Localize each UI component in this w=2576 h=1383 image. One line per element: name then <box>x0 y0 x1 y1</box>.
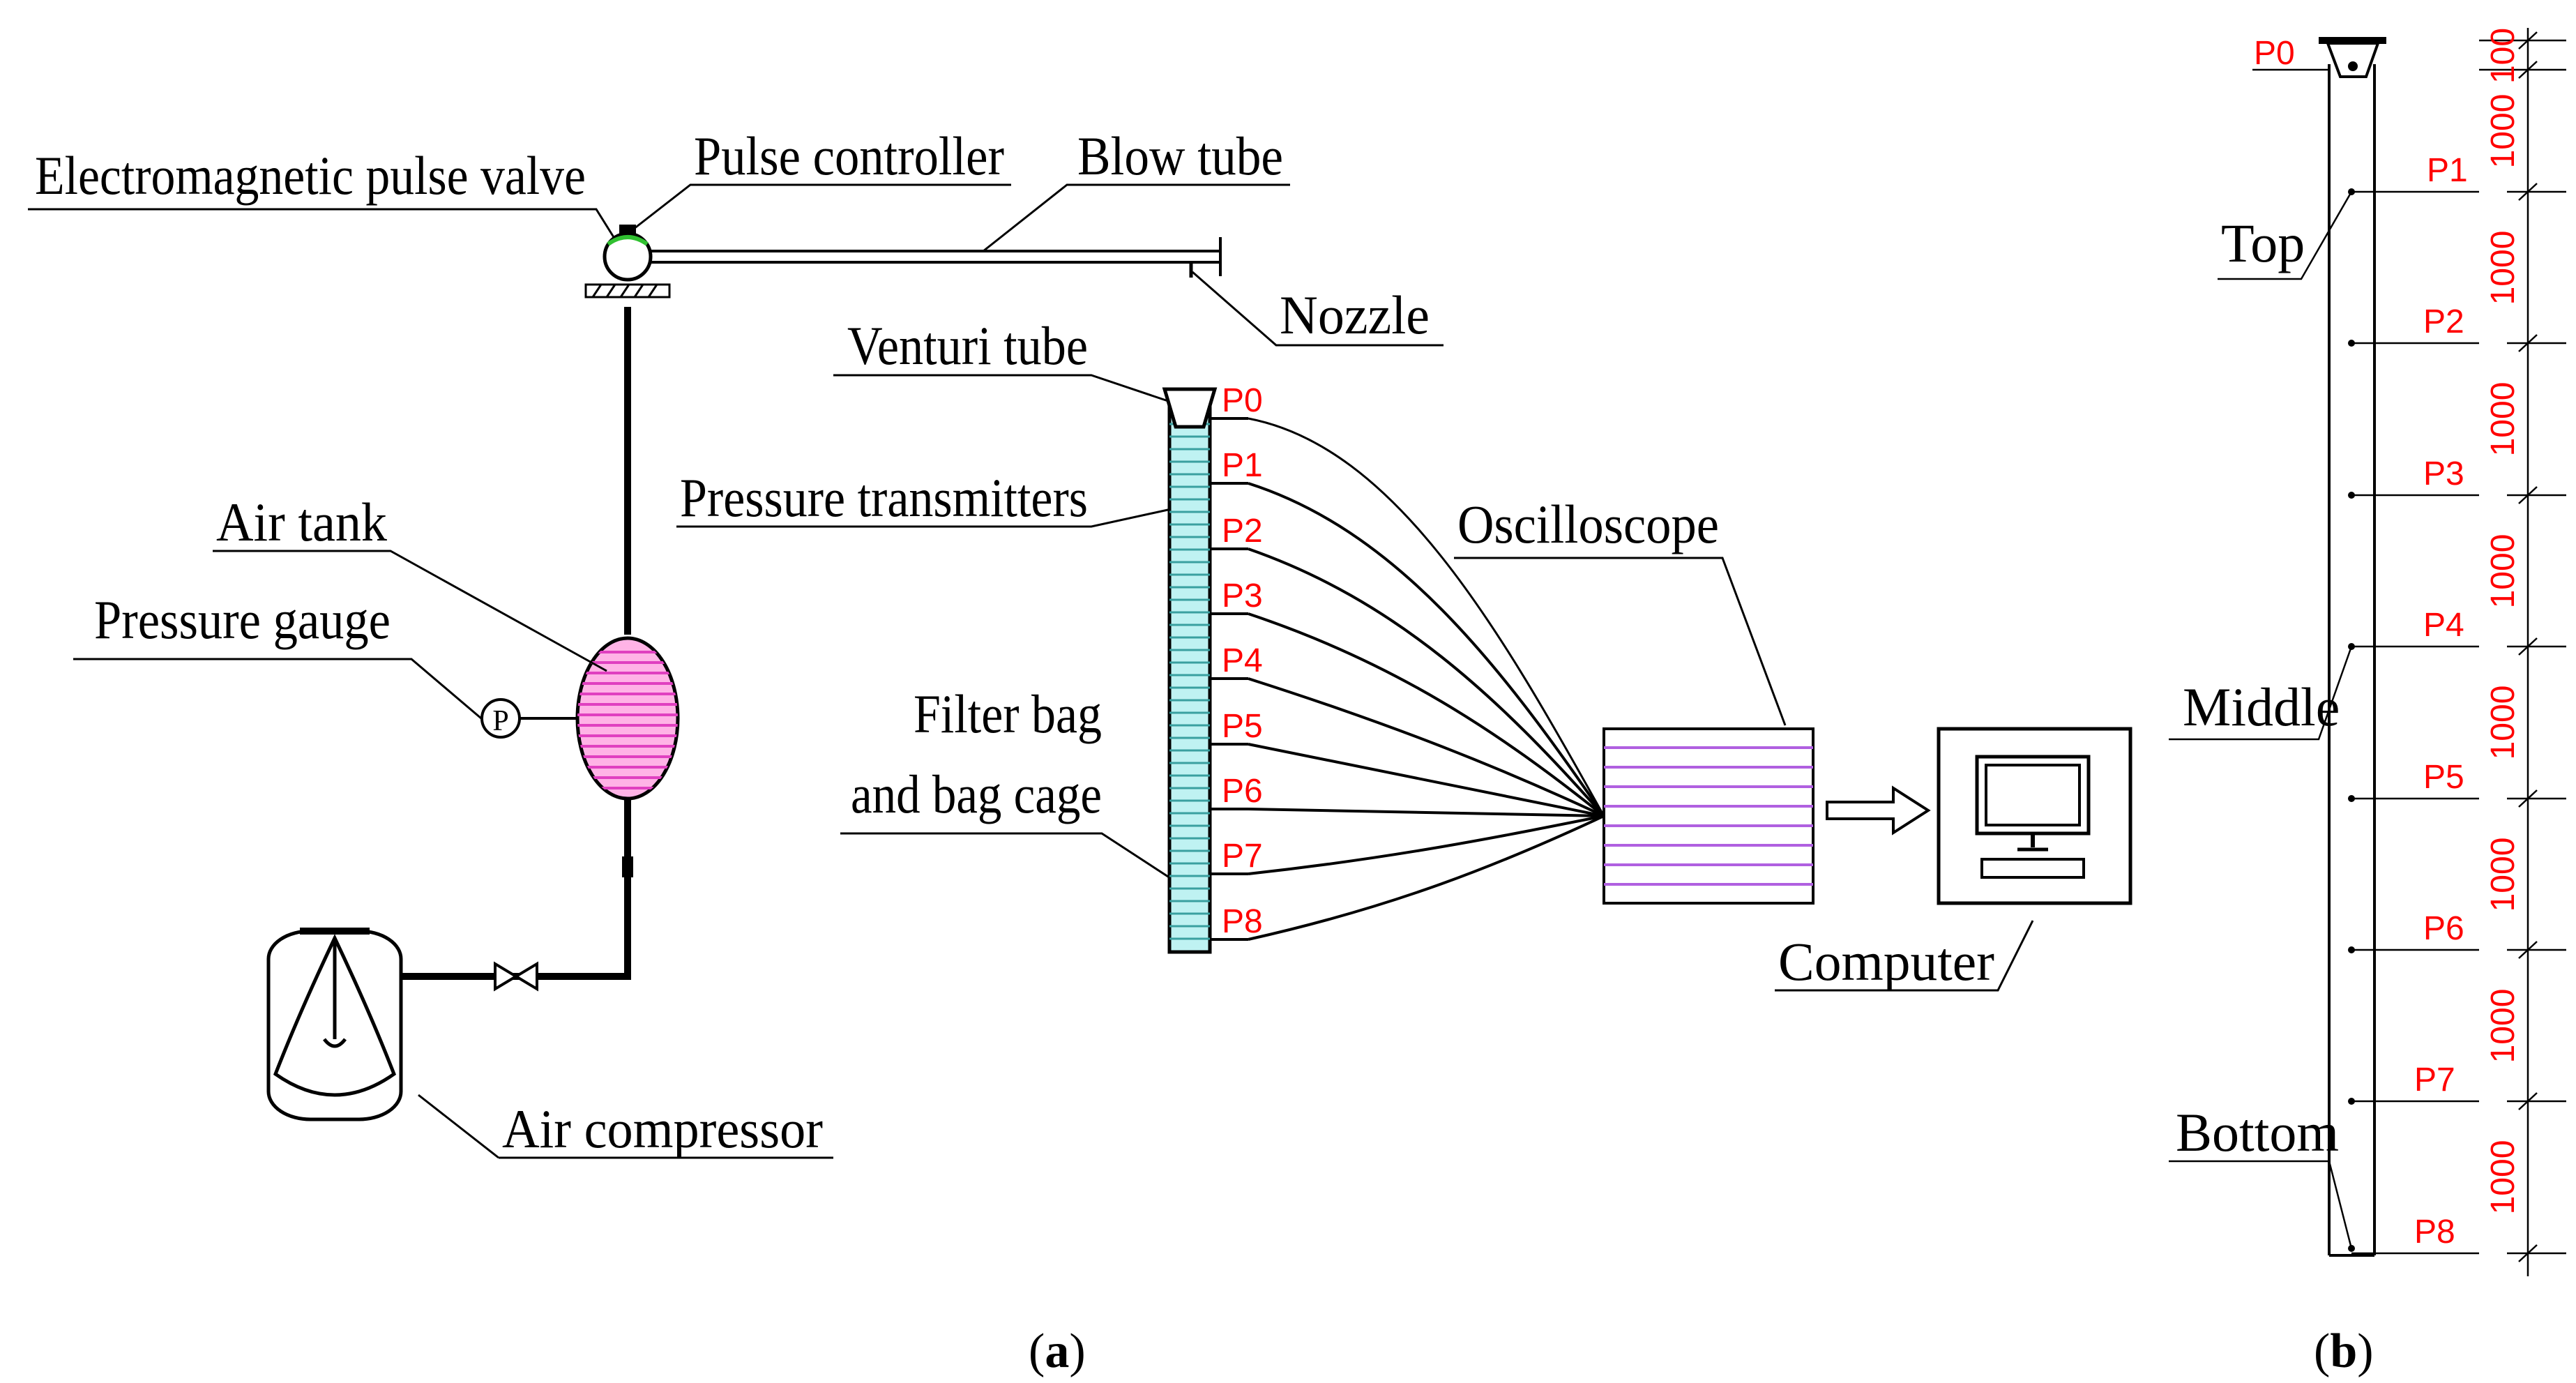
label-middle: Middle <box>2183 677 2340 737</box>
computer-monitor-icon <box>1937 727 2132 905</box>
point-labels-b: P0 P1 P2 P3 P4 P5 P6 P7 P8 <box>2254 35 2468 1250</box>
point-label-p8: P8 <box>1222 903 1263 940</box>
pulse-controller-icon <box>619 225 636 234</box>
point-label-b-p1: P1 <box>2427 152 2468 189</box>
point-label-p6: P6 <box>1222 773 1263 810</box>
point-label-b-p8: P8 <box>2414 1214 2455 1250</box>
bag-column <box>2319 37 2386 1257</box>
measure-lines-b <box>2169 68 2479 1255</box>
dimension-label-9: 1000 <box>2485 1140 2522 1215</box>
label-transmitters: Pressure transmitters <box>680 467 1088 528</box>
label-oscilloscope: Oscilloscope <box>1457 494 1719 554</box>
label-venturi: Venturi tube <box>847 315 1088 376</box>
point-label-b-p3: P3 <box>2423 455 2464 492</box>
supply-pipe <box>401 307 631 980</box>
label-air-tank: Air tank <box>216 492 387 552</box>
region-labels: Top Middle Bottom <box>2176 213 2340 1163</box>
label-filter-bag-2: and bag cage <box>851 764 1102 824</box>
point-labels-a: P0 P1 P2 P3 P4 P5 P6 P7 P8 <box>1222 382 1263 940</box>
pressure-gauge-icon: P <box>480 698 577 739</box>
label-pressure-gauge: Pressure gauge <box>94 589 391 650</box>
dimension-label-8: 1000 <box>2485 989 2522 1064</box>
gauge-symbol: P <box>492 705 508 737</box>
dimension-label-1: 100 <box>2485 28 2522 84</box>
point-label-b-p2: P2 <box>2423 303 2464 340</box>
pulse-valve-icon <box>584 232 671 298</box>
label-air-compressor: Air compressor <box>502 1098 823 1159</box>
point-label-b-p4: P4 <box>2423 607 2464 644</box>
measure-dots-b <box>2348 188 2355 1252</box>
dimension-label-5: 1000 <box>2485 534 2522 609</box>
label-blow-tube: Blow tube <box>1077 126 1283 186</box>
label-top: Top <box>2221 213 2305 273</box>
point-label-p3: P3 <box>1222 577 1263 614</box>
label-computer: Computer <box>1778 931 1994 992</box>
point-label-p2: P2 <box>1222 513 1263 550</box>
dimension-label-6: 1000 <box>2485 686 2522 760</box>
point-label-p1: P1 <box>1222 447 1263 484</box>
panel-b: 100 1000 1000 1000 1000 1000 1000 1000 1… <box>2169 28 2566 1378</box>
panel-a: P <box>28 126 2132 1378</box>
label-pulse-valve: Electromagnetic pulse valve <box>35 145 586 206</box>
dimension-label-3: 1000 <box>2485 231 2522 305</box>
label-filter-bag-1: Filter bag <box>914 683 1102 744</box>
label-pulse-controller: Pulse controller <box>694 126 1004 186</box>
venturi-icon <box>1162 387 1218 429</box>
point-label-b-p7: P7 <box>2414 1061 2455 1098</box>
oscilloscope-icon <box>1603 727 1814 905</box>
point-label-p7: P7 <box>1222 838 1263 875</box>
dimension-label-2: 1000 <box>2485 94 2522 169</box>
text-labels-a: Electromagnetic pulse valve Pulse contro… <box>35 126 1994 1159</box>
point-label-b-p0: P0 <box>2254 35 2295 72</box>
air-tank-icon <box>575 636 680 801</box>
dimension-label-4: 1000 <box>2485 382 2522 457</box>
dimension-label-7: 1000 <box>2485 838 2522 912</box>
point-label-p4: P4 <box>1222 642 1263 679</box>
point-label-b-p5: P5 <box>2423 759 2464 796</box>
point-label-b-p6: P6 <box>2423 910 2464 947</box>
dimension-line <box>2479 28 2566 1276</box>
leader-lines-a <box>28 183 2034 1159</box>
point-label-p0: P0 <box>1222 382 1263 419</box>
label-nozzle: Nozzle <box>1280 285 1430 345</box>
sensor-wires <box>1210 417 1605 941</box>
pipe-fitting <box>622 856 633 877</box>
label-bottom: Bottom <box>2176 1102 2339 1163</box>
caption-a: (a) <box>1029 1324 1086 1378</box>
check-valve-icon <box>494 961 538 992</box>
air-compressor-icon <box>266 928 403 1121</box>
arrow-right-icon <box>1826 785 1931 836</box>
dimension-labels: 100 1000 1000 1000 1000 1000 1000 1000 1… <box>2485 28 2522 1214</box>
blow-tube <box>651 237 1222 276</box>
caption-b: (b) <box>2314 1324 2374 1378</box>
point-label-p5: P5 <box>1222 708 1263 745</box>
filter-bag-icon <box>1162 387 1218 954</box>
